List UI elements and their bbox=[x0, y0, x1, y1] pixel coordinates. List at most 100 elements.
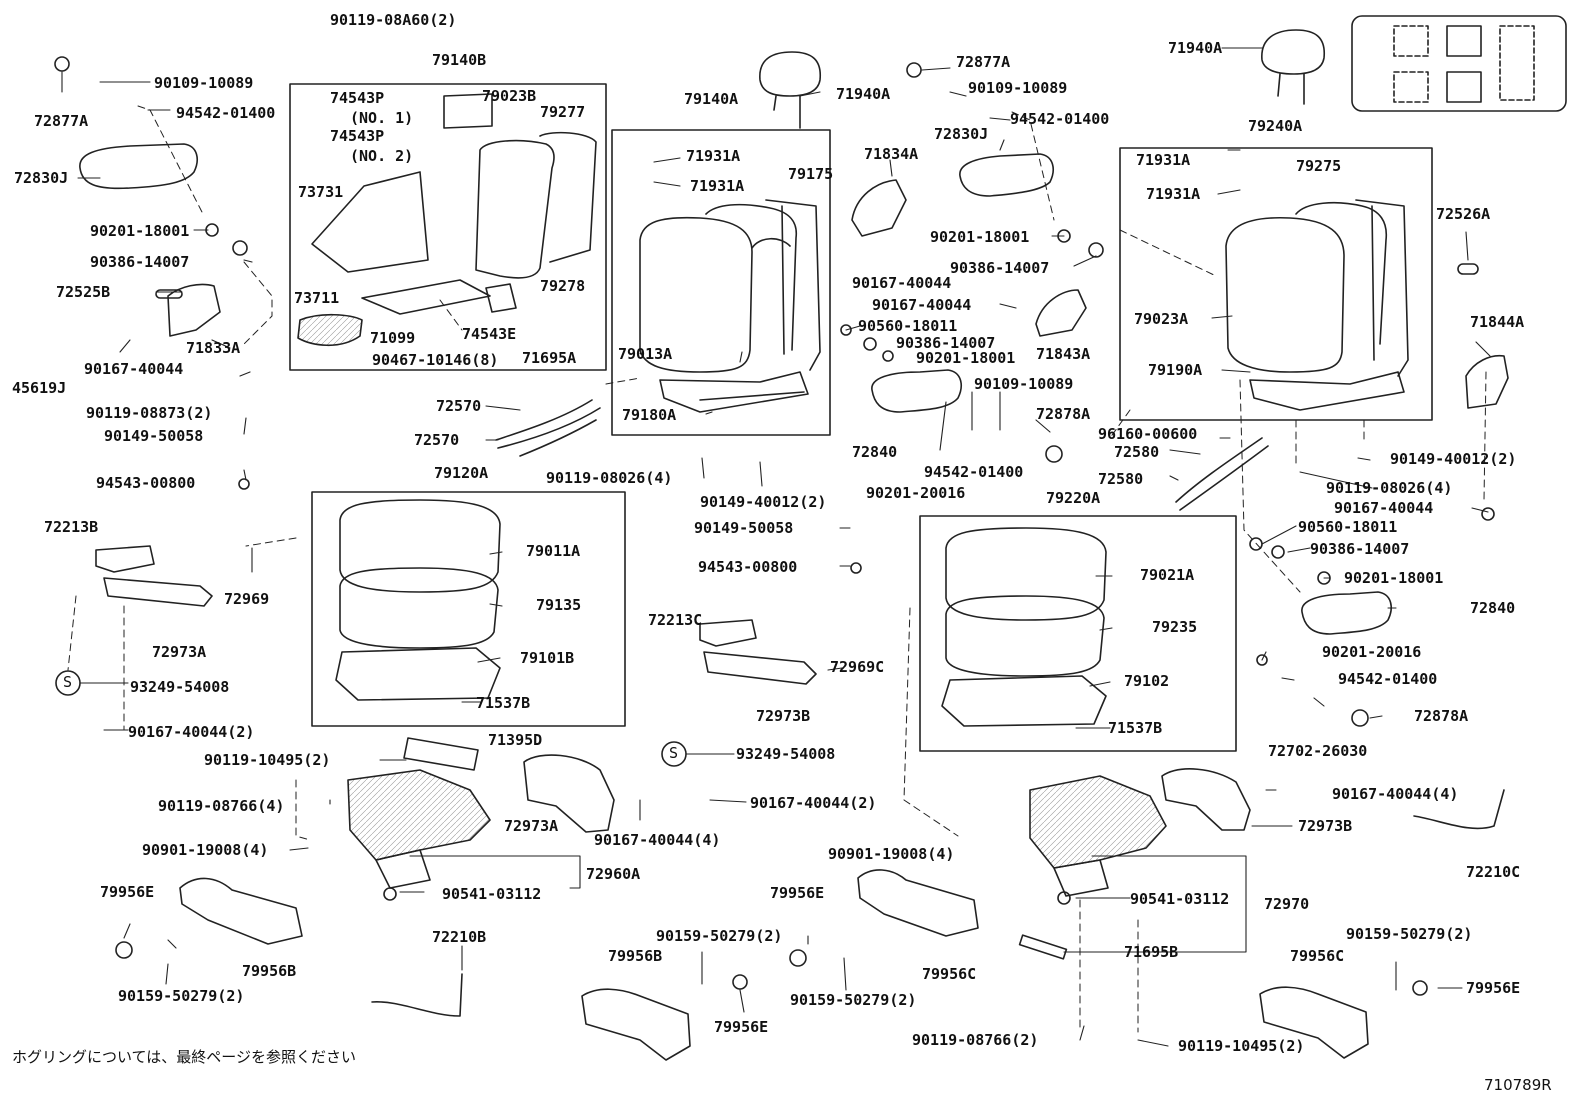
part-label: 90901-19008(4) bbox=[828, 845, 955, 863]
part-label: 72973B bbox=[1298, 817, 1353, 835]
part-label: 71833A bbox=[186, 339, 241, 357]
part-label: 71099 bbox=[370, 329, 416, 347]
part-label: 79220A bbox=[1046, 489, 1101, 507]
part-label: 90386-14007 bbox=[950, 259, 1050, 277]
part-label: 90149-40012(2) bbox=[700, 493, 827, 511]
part-label: 90901-19008(4) bbox=[142, 841, 269, 859]
part-label: 79956C bbox=[922, 965, 977, 983]
box-79240A bbox=[1119, 147, 1433, 421]
part-label: 71395D bbox=[488, 731, 543, 749]
part-label: 79135 bbox=[536, 596, 582, 614]
part-label: (NO. 1) bbox=[350, 109, 414, 127]
part-label: 73731 bbox=[298, 183, 344, 201]
part-label: 90167-40044(2) bbox=[128, 723, 255, 741]
part-label: 79190A bbox=[1148, 361, 1203, 379]
part-label: 90159-50279(2) bbox=[790, 991, 917, 1009]
figure-code: 710789R bbox=[1484, 1076, 1552, 1094]
part-label: 72878A bbox=[1036, 405, 1091, 423]
part-label: 90167-40044(2) bbox=[750, 794, 877, 812]
part-label: 79277 bbox=[540, 103, 586, 121]
part-label: 72877A bbox=[956, 53, 1011, 71]
part-label: 71695B bbox=[1124, 943, 1179, 961]
part-label: 71844A bbox=[1470, 313, 1525, 331]
part-label: 90109-10089 bbox=[974, 375, 1074, 393]
clip-symbol-label: S bbox=[63, 673, 73, 691]
part-label: 90159-50279(2) bbox=[656, 927, 783, 945]
part-label: 71931A bbox=[1146, 185, 1201, 203]
part-label: 90119-08026(4) bbox=[546, 469, 673, 487]
part-label: 72973A bbox=[504, 817, 559, 835]
part-label: 79023B bbox=[482, 87, 537, 105]
part-label: 90201-20016 bbox=[1322, 643, 1422, 661]
part-label: 74543P bbox=[330, 89, 385, 107]
part-label: 79013A bbox=[618, 345, 673, 363]
part-label: 72840 bbox=[852, 443, 898, 461]
part-label: 94543-00800 bbox=[96, 474, 196, 492]
part-label: 90467-10146(8) bbox=[372, 351, 499, 369]
part-label: 72570 bbox=[436, 397, 482, 415]
part-label: 71537B bbox=[476, 694, 531, 712]
part-label: 72570 bbox=[414, 431, 460, 449]
part-label: 79956E bbox=[770, 884, 825, 902]
part-label: 90149-50058 bbox=[104, 427, 204, 445]
part-label: 72878A bbox=[1414, 707, 1469, 725]
part-label: 72960A bbox=[586, 865, 641, 883]
part-label: 71931A bbox=[690, 177, 745, 195]
part-label: 72213C bbox=[648, 611, 703, 629]
part-label: 72525B bbox=[56, 283, 111, 301]
part-label: 90167-40044 bbox=[852, 274, 952, 292]
part-label: 79240A bbox=[1248, 117, 1303, 135]
part-label: 71940A bbox=[836, 85, 891, 103]
part-label: 90386-14007 bbox=[896, 334, 996, 352]
part-label: 79021A bbox=[1140, 566, 1195, 584]
part-label: 72580 bbox=[1098, 470, 1144, 488]
part-label: 79275 bbox=[1296, 157, 1342, 175]
part-label: 71834A bbox=[864, 145, 919, 163]
part-label: 73711 bbox=[294, 289, 340, 307]
part-label: 79956B bbox=[608, 947, 663, 965]
part-label: 79956E bbox=[1466, 979, 1521, 997]
part-label: 79180A bbox=[622, 406, 677, 424]
part-label: 90109-10089 bbox=[968, 79, 1068, 97]
part-label: 71537B bbox=[1108, 719, 1163, 737]
box-79220A bbox=[919, 515, 1237, 752]
box-79120A bbox=[311, 491, 626, 727]
part-label: 79235 bbox=[1152, 618, 1198, 636]
part-label: 90109-10089 bbox=[154, 74, 254, 92]
part-label: 90386-14007 bbox=[90, 253, 190, 271]
part-label: 72840 bbox=[1470, 599, 1516, 617]
part-label: 93249-54008 bbox=[736, 745, 836, 763]
part-label: 79140A bbox=[684, 90, 739, 108]
part-label: 90159-50279(2) bbox=[1346, 925, 1473, 943]
part-label: 74543P bbox=[330, 127, 385, 145]
part-label: 72580 bbox=[1114, 443, 1160, 461]
part-label: 79175 bbox=[788, 165, 834, 183]
part-label: 72210C bbox=[1466, 863, 1521, 881]
part-label: 90386-14007 bbox=[1310, 540, 1410, 558]
part-label: 79278 bbox=[540, 277, 586, 295]
part-label: 90119-08A60(2) bbox=[330, 11, 457, 29]
part-label: 90541-03112 bbox=[1130, 890, 1230, 908]
part-label: 90159-50279(2) bbox=[118, 987, 245, 1005]
part-label: 72973B bbox=[756, 707, 811, 725]
part-label: 90119-08873(2) bbox=[86, 404, 213, 422]
part-label: 90119-10495(2) bbox=[1178, 1037, 1305, 1055]
box-79140A bbox=[611, 129, 831, 436]
part-label: 90560-18011 bbox=[858, 317, 958, 335]
part-label: 90119-10495(2) bbox=[204, 751, 331, 769]
part-label: 90119-08026(4) bbox=[1326, 479, 1453, 497]
part-label: 94542-01400 bbox=[1010, 110, 1110, 128]
part-label: 90167-40044 bbox=[84, 360, 184, 378]
part-label: 79956C bbox=[1290, 947, 1345, 965]
part-label: 90149-40012(2) bbox=[1390, 450, 1517, 468]
part-label: 79101B bbox=[520, 649, 575, 667]
part-label: 90201-18001 bbox=[916, 349, 1016, 367]
part-label: 90560-18011 bbox=[1298, 518, 1398, 536]
part-label: 90201-18001 bbox=[1344, 569, 1444, 587]
part-label: 79120A bbox=[434, 464, 489, 482]
part-label: 71931A bbox=[1136, 151, 1191, 169]
part-label: 72526A bbox=[1436, 205, 1491, 223]
part-label: 72213B bbox=[44, 518, 99, 536]
